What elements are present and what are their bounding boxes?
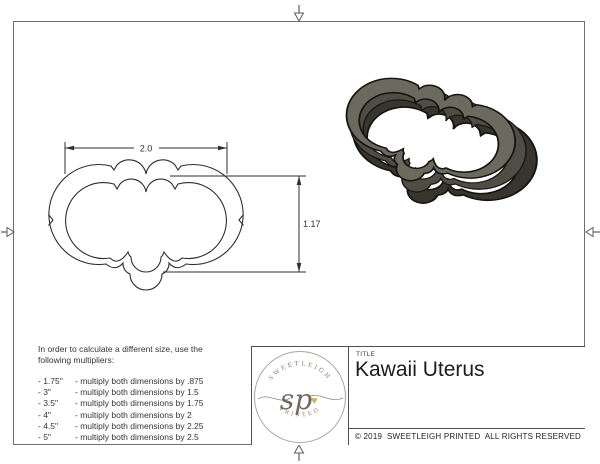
logo-ring: [254, 350, 346, 443]
cutter-outline-path: [48, 159, 244, 291]
right-center-mark-icon: [585, 226, 600, 238]
sweetleigh-printed-logo: SWEETLEIGH PRINTED sp ♥: [254, 350, 346, 443]
width-dimension: 2.0: [64, 142, 228, 174]
outer-contour-notches: [48, 214, 244, 226]
logo-arc-top-text: SWEETLEIGH: [267, 360, 330, 381]
cutter-3d-render: [323, 63, 555, 233]
svg-text:SWEETLEIGH: SWEETLEIGH: [267, 360, 332, 381]
left-center-mark-icon: [1, 226, 15, 238]
multiplier-size: - 4.5": [38, 420, 59, 431]
multiplier-rule: - multiply both dimensions by .875: [75, 376, 204, 386]
multiplier-rule: - multiply both dimensions by 1.75: [75, 398, 204, 409]
multiplier-rule: - multiply both dimensions by 1.5: [75, 387, 199, 398]
bottom-center-mark-icon: [293, 444, 305, 461]
title-cell: TITLE Kawaii Uterus © 2019 SWEETLEIGH PR…: [349, 347, 585, 445]
brand-logo-cell: SWEETLEIGH PRINTED sp ♥: [252, 347, 349, 445]
sizing-notes-intro: In order to calculate a different size, …: [38, 344, 203, 365]
copyright-line: © 2019 SWEETLEIGH PRINTED ALL RIGHTS RES…: [349, 428, 585, 445]
multiplier-size: - 5": [38, 432, 51, 443]
multiplier-row: - 3" - multiply both dimensions by 1.5: [38, 387, 250, 398]
title-block: SWEETLEIGH PRINTED sp ♥ TITLE Kawaii Ute…: [251, 346, 585, 445]
multiplier-size: - 1.75": [38, 376, 63, 386]
logo-monogram: sp: [280, 383, 312, 416]
multiplier-rule: - multiply both dimensions by 2: [75, 409, 192, 420]
multiplier-rule: - multiply both dimensions by 2.25: [75, 420, 204, 431]
logo-flourish-left: [257, 395, 291, 401]
multiplier-size: - 3.5": [38, 398, 59, 409]
multiplier-row: - 5" - multiply both dimensions by 2.5: [38, 432, 250, 443]
width-dimension-value: 2.0: [140, 144, 153, 154]
multiplier-row: - 1.75" - multiply both dimensions by .8…: [38, 376, 250, 387]
multiplier-rule: - multiply both dimensions by 2.5: [75, 432, 199, 443]
drawing-title: Kawaii Uterus: [355, 358, 485, 381]
logo-accent-heart-icon: ♥: [311, 395, 318, 407]
height-dimension: 1.17: [163, 175, 321, 273]
multiplier-row: - 4" - multiply both dimensions by 2: [38, 410, 250, 421]
multiplier-size: - 3": [38, 387, 51, 398]
multiplier-row: - 4.5" - multiply both dimensions by 2.2…: [38, 421, 250, 432]
multiplier-row: - 3.5" - multiply both dimensions by 1.7…: [38, 398, 250, 409]
title-field-label: TITLE: [356, 351, 376, 358]
multiplier-size: - 4": [38, 409, 51, 420]
sizing-notes: In order to calculate a different size, …: [38, 344, 250, 443]
top-center-mark-icon: [293, 5, 305, 22]
logo-flourish-right: [307, 394, 344, 400]
cutter-2d-drawing: 2.0 1.17: [48, 142, 321, 291]
height-dimension-value: 1.17: [303, 219, 321, 229]
